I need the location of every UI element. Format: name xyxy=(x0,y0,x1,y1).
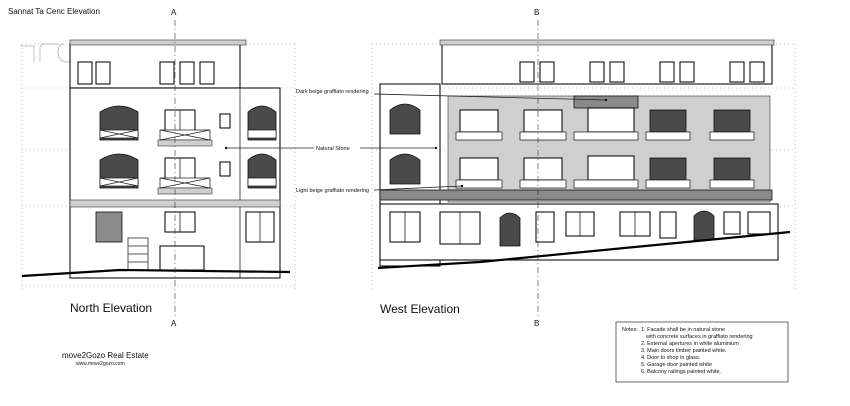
brand-name: move2Gozo Real Estate xyxy=(62,351,149,360)
section-a: A A xyxy=(171,8,177,328)
watermark-logo xyxy=(20,43,80,63)
north-balconies xyxy=(99,129,277,195)
west-ground-floor xyxy=(379,203,779,261)
callout-dark-beige: Dark beige graffiato rendering xyxy=(296,89,608,102)
section-b: B B xyxy=(534,8,539,328)
callout-dark-beige-text: Dark beige graffiato rendering xyxy=(296,89,369,95)
west-elevation-label: West Elevation xyxy=(380,302,460,316)
west-arched-door-1 xyxy=(499,212,521,247)
west-main-door xyxy=(535,211,555,243)
west-elevation xyxy=(371,39,796,290)
west-penthouse xyxy=(439,39,775,85)
notes-item: with concrete surfaces in graffiato rend… xyxy=(645,334,753,340)
north-elevation-label: North Elevation xyxy=(70,301,152,315)
notes-item: 4. Door to shop in glass. xyxy=(641,355,701,361)
section-a-bottom-label: A xyxy=(171,319,177,328)
notes-item: 3. Main doors timber painted white. xyxy=(641,348,727,354)
west-windows xyxy=(459,107,751,181)
section-b-bottom-label: B xyxy=(534,319,539,328)
notes-item: 5. Garage door painted white xyxy=(641,362,712,368)
north-ground-floor xyxy=(95,211,275,271)
west-arched-door-2 xyxy=(693,210,715,241)
callout-natural-stone-text: Natural Stone xyxy=(316,146,350,152)
callout-light-beige: Light beige graffiato rendering xyxy=(296,184,464,194)
north-penthouse xyxy=(69,39,247,89)
notes-item: 6. Balcony railings painted white. xyxy=(641,369,722,375)
notes-item: 1. Facade shall be in natural stone xyxy=(641,327,725,333)
west-ground-line xyxy=(377,230,791,270)
west-balconies xyxy=(379,131,773,201)
north-ground-line xyxy=(21,268,291,278)
section-b-top-label: B xyxy=(534,8,539,17)
brand-url: www.move2gozo.com xyxy=(76,361,125,367)
callout-light-beige-text: Light beige graffiato rendering xyxy=(296,188,369,194)
notes-item: 2. External apertures in white aluminium xyxy=(641,341,739,347)
north-elevation xyxy=(21,39,296,290)
notes-heading: Notes: xyxy=(622,327,638,333)
north-garage-door xyxy=(159,245,205,271)
notes-panel: Notes: 1. Facade shall be in natural sto… xyxy=(615,321,789,383)
callout-natural-stone: Natural Stone xyxy=(224,146,438,152)
section-a-top-label: A xyxy=(171,8,177,17)
drawing-title: Sannat Ta Cenc Elevation xyxy=(8,7,100,16)
